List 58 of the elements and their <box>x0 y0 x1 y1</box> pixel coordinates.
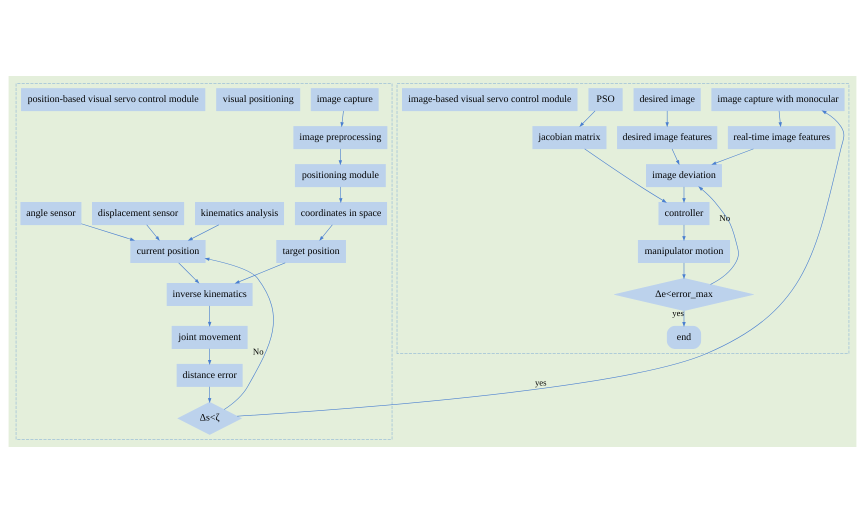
arrow <box>682 262 686 280</box>
node-box: positioning module <box>294 164 386 188</box>
arrow <box>584 148 667 203</box>
node-box: desired image <box>634 88 701 112</box>
arrow <box>188 224 220 241</box>
arrow <box>682 224 686 242</box>
node-box: image capture with monocular <box>711 88 845 112</box>
arrow <box>319 224 333 241</box>
node-box: real-time image features <box>728 126 836 150</box>
arrow <box>146 224 160 241</box>
edge-label: No <box>719 213 730 224</box>
node-box: current position <box>130 240 206 264</box>
arrow <box>208 306 212 327</box>
arrow <box>340 110 344 128</box>
arrow <box>698 186 739 285</box>
arrow <box>208 386 212 404</box>
arrow <box>339 186 342 204</box>
cluster <box>396 83 850 354</box>
node-box: PSO <box>588 88 623 112</box>
arrow <box>234 262 286 284</box>
arrow <box>778 110 782 128</box>
arrow <box>204 258 274 410</box>
cluster <box>16 83 392 440</box>
node-diamond: Δe<error_max <box>614 278 754 311</box>
edge-label: No <box>252 346 264 357</box>
node-box: distance error <box>176 364 243 387</box>
node-box: inverse kinematics <box>166 282 253 306</box>
node-box: image-based visual servo control module <box>402 88 578 112</box>
node-box: end <box>666 326 702 349</box>
arrow <box>81 223 136 241</box>
arrow <box>665 110 669 128</box>
node-box: joint movement <box>172 326 248 349</box>
node-box: visual positioning <box>216 88 300 112</box>
node-box: image deviation <box>646 164 722 188</box>
arrow <box>672 148 680 166</box>
arrow <box>579 110 596 127</box>
edge-label: yes <box>672 308 684 318</box>
node-box: displacement sensor <box>92 202 184 226</box>
arrow <box>208 348 212 365</box>
arrow <box>682 310 686 328</box>
node-box: manipulator motion <box>638 240 730 264</box>
node-box: image preprocessing <box>293 126 388 150</box>
node-box: image capture <box>310 88 379 112</box>
node-box: angle sensor <box>20 202 82 226</box>
arrow <box>338 148 342 166</box>
arrow <box>178 262 200 284</box>
node-box: kinematics analysis <box>195 202 284 226</box>
node-box: desired image features <box>617 126 718 150</box>
arrow <box>236 110 844 416</box>
arrow <box>711 148 754 165</box>
edge-label: yes <box>534 377 547 388</box>
node-diamond: Δs<ζ <box>177 402 242 435</box>
node-box: controller <box>658 202 710 226</box>
node-box: coordinates in space <box>294 202 388 226</box>
node-box: position-based visual servo control module <box>21 88 206 112</box>
node-box: target position <box>276 240 346 264</box>
arrow <box>682 186 686 204</box>
node-box: jacobian matrix <box>532 126 606 150</box>
